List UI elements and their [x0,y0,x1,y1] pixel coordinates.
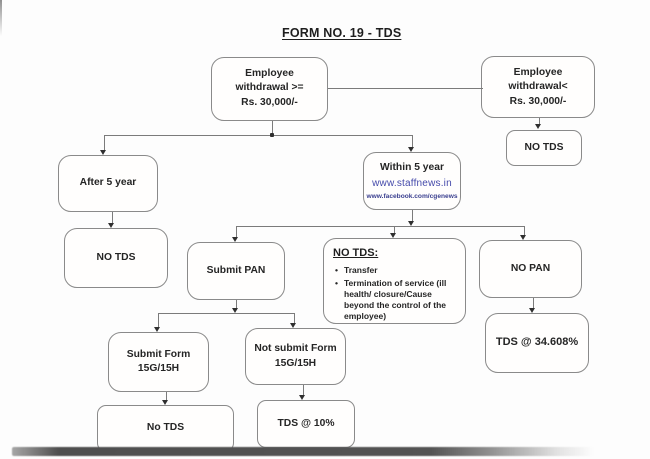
arrowhead-to-within5 [408,147,414,152]
node-label: After 5 year [79,177,137,189]
connector-lt-to-notds [539,118,540,126]
arrowhead-to-submitform [154,327,160,332]
connector-branch-form [158,313,294,314]
connector-to-submitpan [236,226,237,237]
connector-submitpan-down [236,300,237,308]
arrowhead-to-notsubmitform [290,323,296,328]
node-tds-34-608-percent: TDS @ 34.608% [485,313,589,373]
node-label: TDS @ 10% [277,417,335,429]
node-no-tds-exceptions: NO TDS: Transfer Termination of service … [323,238,466,324]
node-label: Within 5 year [380,162,444,174]
node-label: Employee withdrawal >= Rs. 30,000/- [235,68,304,108]
node-no-pan: NO PAN [479,240,582,298]
arrowhead-lt-to-notds [535,124,541,129]
connector-within5-down [412,210,413,221]
connector-to-submitform [158,313,159,327]
connector-to-within5 [412,135,413,147]
node-employee-withdrawal-lt-30000: Employee withdrawal< Rs. 30,000/- [481,56,595,118]
connector-notsubmit-to-tds10 [303,385,304,395]
arrowhead-to-nopan [520,235,526,240]
node-no-tds-after-5-year: NO TDS [64,228,168,288]
connector-nopan-to-tds34 [533,298,534,308]
connector-to-nopan [524,226,525,235]
node-employee-withdrawal-gte-30000: Employee withdrawal >= Rs. 30,000/- [211,57,328,121]
exceptions-heading: NO TDS: [333,247,379,259]
node-label: NO TDS [524,141,564,153]
arrowhead-to-submitpan [232,237,238,242]
arrowhead-submitpan-down [232,308,238,313]
connector-to-after5 [104,135,105,150]
connector-after5-to-notds [112,212,113,223]
arrowhead-after5-to-notds [108,223,114,228]
connector-branch-5year [104,135,412,136]
watermark-facebook: www.facebook.com/cgenews [366,192,458,200]
node-label: TDS @ 34.608% [495,336,579,349]
watermark-staffnews: www.staffnews.in [372,177,452,189]
arrowhead-to-exceptions [390,233,396,238]
scan-shadow-bar [12,447,594,456]
connector-ge-down [272,121,273,135]
node-not-submit-form-15g-15h: Not submit Form 15G/15H [245,328,346,385]
connector-ge-to-lt [328,88,483,89]
node-after-5-year: After 5 year [58,155,158,212]
node-submit-pan: Submit PAN [187,242,285,300]
page-title: FORM NO. 19 - TDS [282,26,402,40]
node-submit-form-15g-15h: Submit Form 15G/15H [108,332,209,392]
connector-to-exceptions [394,226,395,233]
node-label: Submit Form 15G/15H [126,348,191,374]
node-no-tds-under-30000: NO TDS [506,130,582,166]
node-label: Submit PAN [206,264,266,276]
exception-bullet-termination: Termination of service (ill health/ clos… [333,278,456,323]
node-within-5-year: Within 5 year www.staffnews.in www.faceb… [363,152,461,210]
junction-dot-5year [270,133,274,137]
arrowhead-within5-down [408,221,414,226]
node-no-tds-form-submitted: No TDS [97,405,234,452]
arrowhead-nopan-to-tds34 [529,308,535,313]
node-label: NO PAN [510,262,551,274]
scan-edge-artifact [0,0,2,36]
node-label: NO TDS [96,251,136,263]
node-label: No TDS [146,422,185,434]
arrowhead-to-after5 [100,150,106,155]
connector-branch-pan [236,226,524,227]
connector-to-notsubmitform [294,313,295,323]
arrowhead-notsubmit-to-tds10 [299,395,305,400]
node-label: Not submit Form 15G/15H [254,343,337,369]
exception-bullet-transfer: Transfer [333,265,378,276]
node-label: Employee withdrawal< Rs. 30,000/- [508,67,568,107]
arrowhead-submitform-to-notds [162,400,168,405]
connector-submitform-to-notds [166,392,167,400]
node-tds-10-percent: TDS @ 10% [257,400,355,448]
